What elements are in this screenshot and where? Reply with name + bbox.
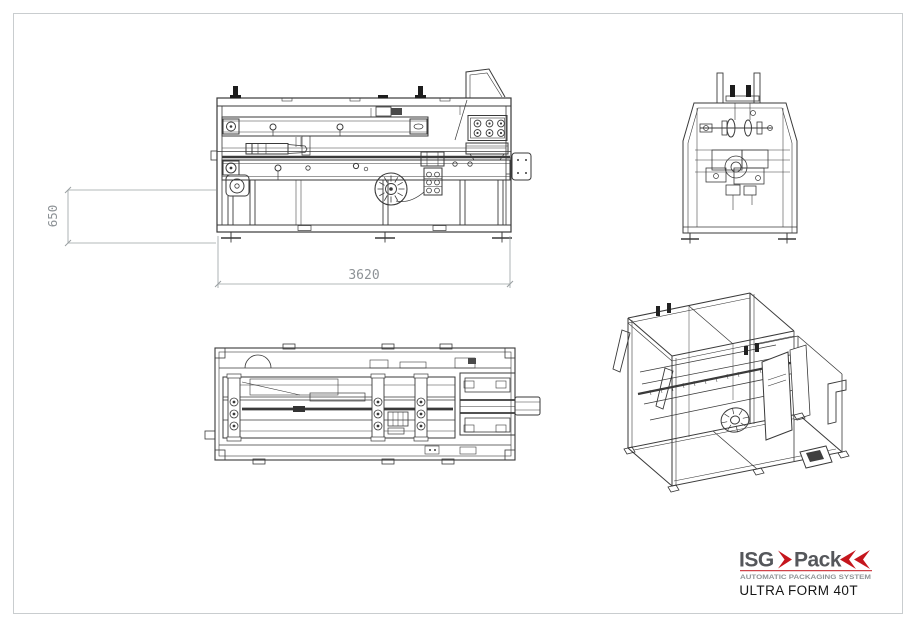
- logo-isg-text: ISG: [739, 549, 774, 572]
- double-chevron-left-icon: [854, 550, 870, 569]
- iso-chute-panel: [761, 351, 793, 441]
- iso-star-wheel: [720, 407, 750, 433]
- brand-block: ISG Pack AUTOMATIC PACKAGING SYSTEM: [739, 548, 873, 586]
- dim-length-label: 3620: [348, 268, 379, 283]
- dimension-650: 650: [45, 186, 216, 247]
- plan-view: [204, 343, 541, 465]
- mount-bolts: [230, 86, 426, 99]
- end-view-machinery: [695, 149, 790, 210]
- valve-block: [395, 151, 445, 202]
- upper-conveyor: [221, 116, 429, 137]
- end-view: [681, 72, 798, 244]
- side-junction-box: [506, 152, 532, 181]
- end-view-shaft: [699, 118, 773, 138]
- star-wheel: [374, 172, 408, 206]
- logo-pack-text: Pack: [794, 549, 842, 572]
- frame-legs: [227, 180, 504, 225]
- model-title: ULTRA FORM 40T: [739, 583, 858, 598]
- side-elevation-view: [210, 68, 532, 243]
- plan-cross-posts: [226, 373, 429, 442]
- plan-outfeed: [514, 396, 541, 416]
- lower-conveyor: [221, 159, 511, 181]
- plan-right-compartment: [459, 372, 516, 436]
- logo-rule: [740, 570, 872, 572]
- iso-feet: [623, 412, 850, 493]
- actuator: [245, 143, 308, 155]
- isgpack-logo: ISG Pack AUTOMATIC PACKAGING SYSTEM: [739, 549, 872, 581]
- double-chevron-left-icon: [840, 550, 856, 569]
- chute-outline: [465, 68, 506, 98]
- end-view-feet: [681, 233, 796, 244]
- machine-feet: [221, 232, 512, 243]
- logo-tagline: AUTOMATIC PACKAGING SYSTEM: [740, 575, 871, 581]
- knob-panel: [465, 115, 509, 161]
- chevron-right-icon: [778, 550, 792, 569]
- isometric-view: [612, 292, 850, 493]
- dim-height-label: 650: [45, 205, 60, 228]
- sheet-border: [13, 13, 903, 614]
- dimension-3620: 3620: [214, 236, 514, 288]
